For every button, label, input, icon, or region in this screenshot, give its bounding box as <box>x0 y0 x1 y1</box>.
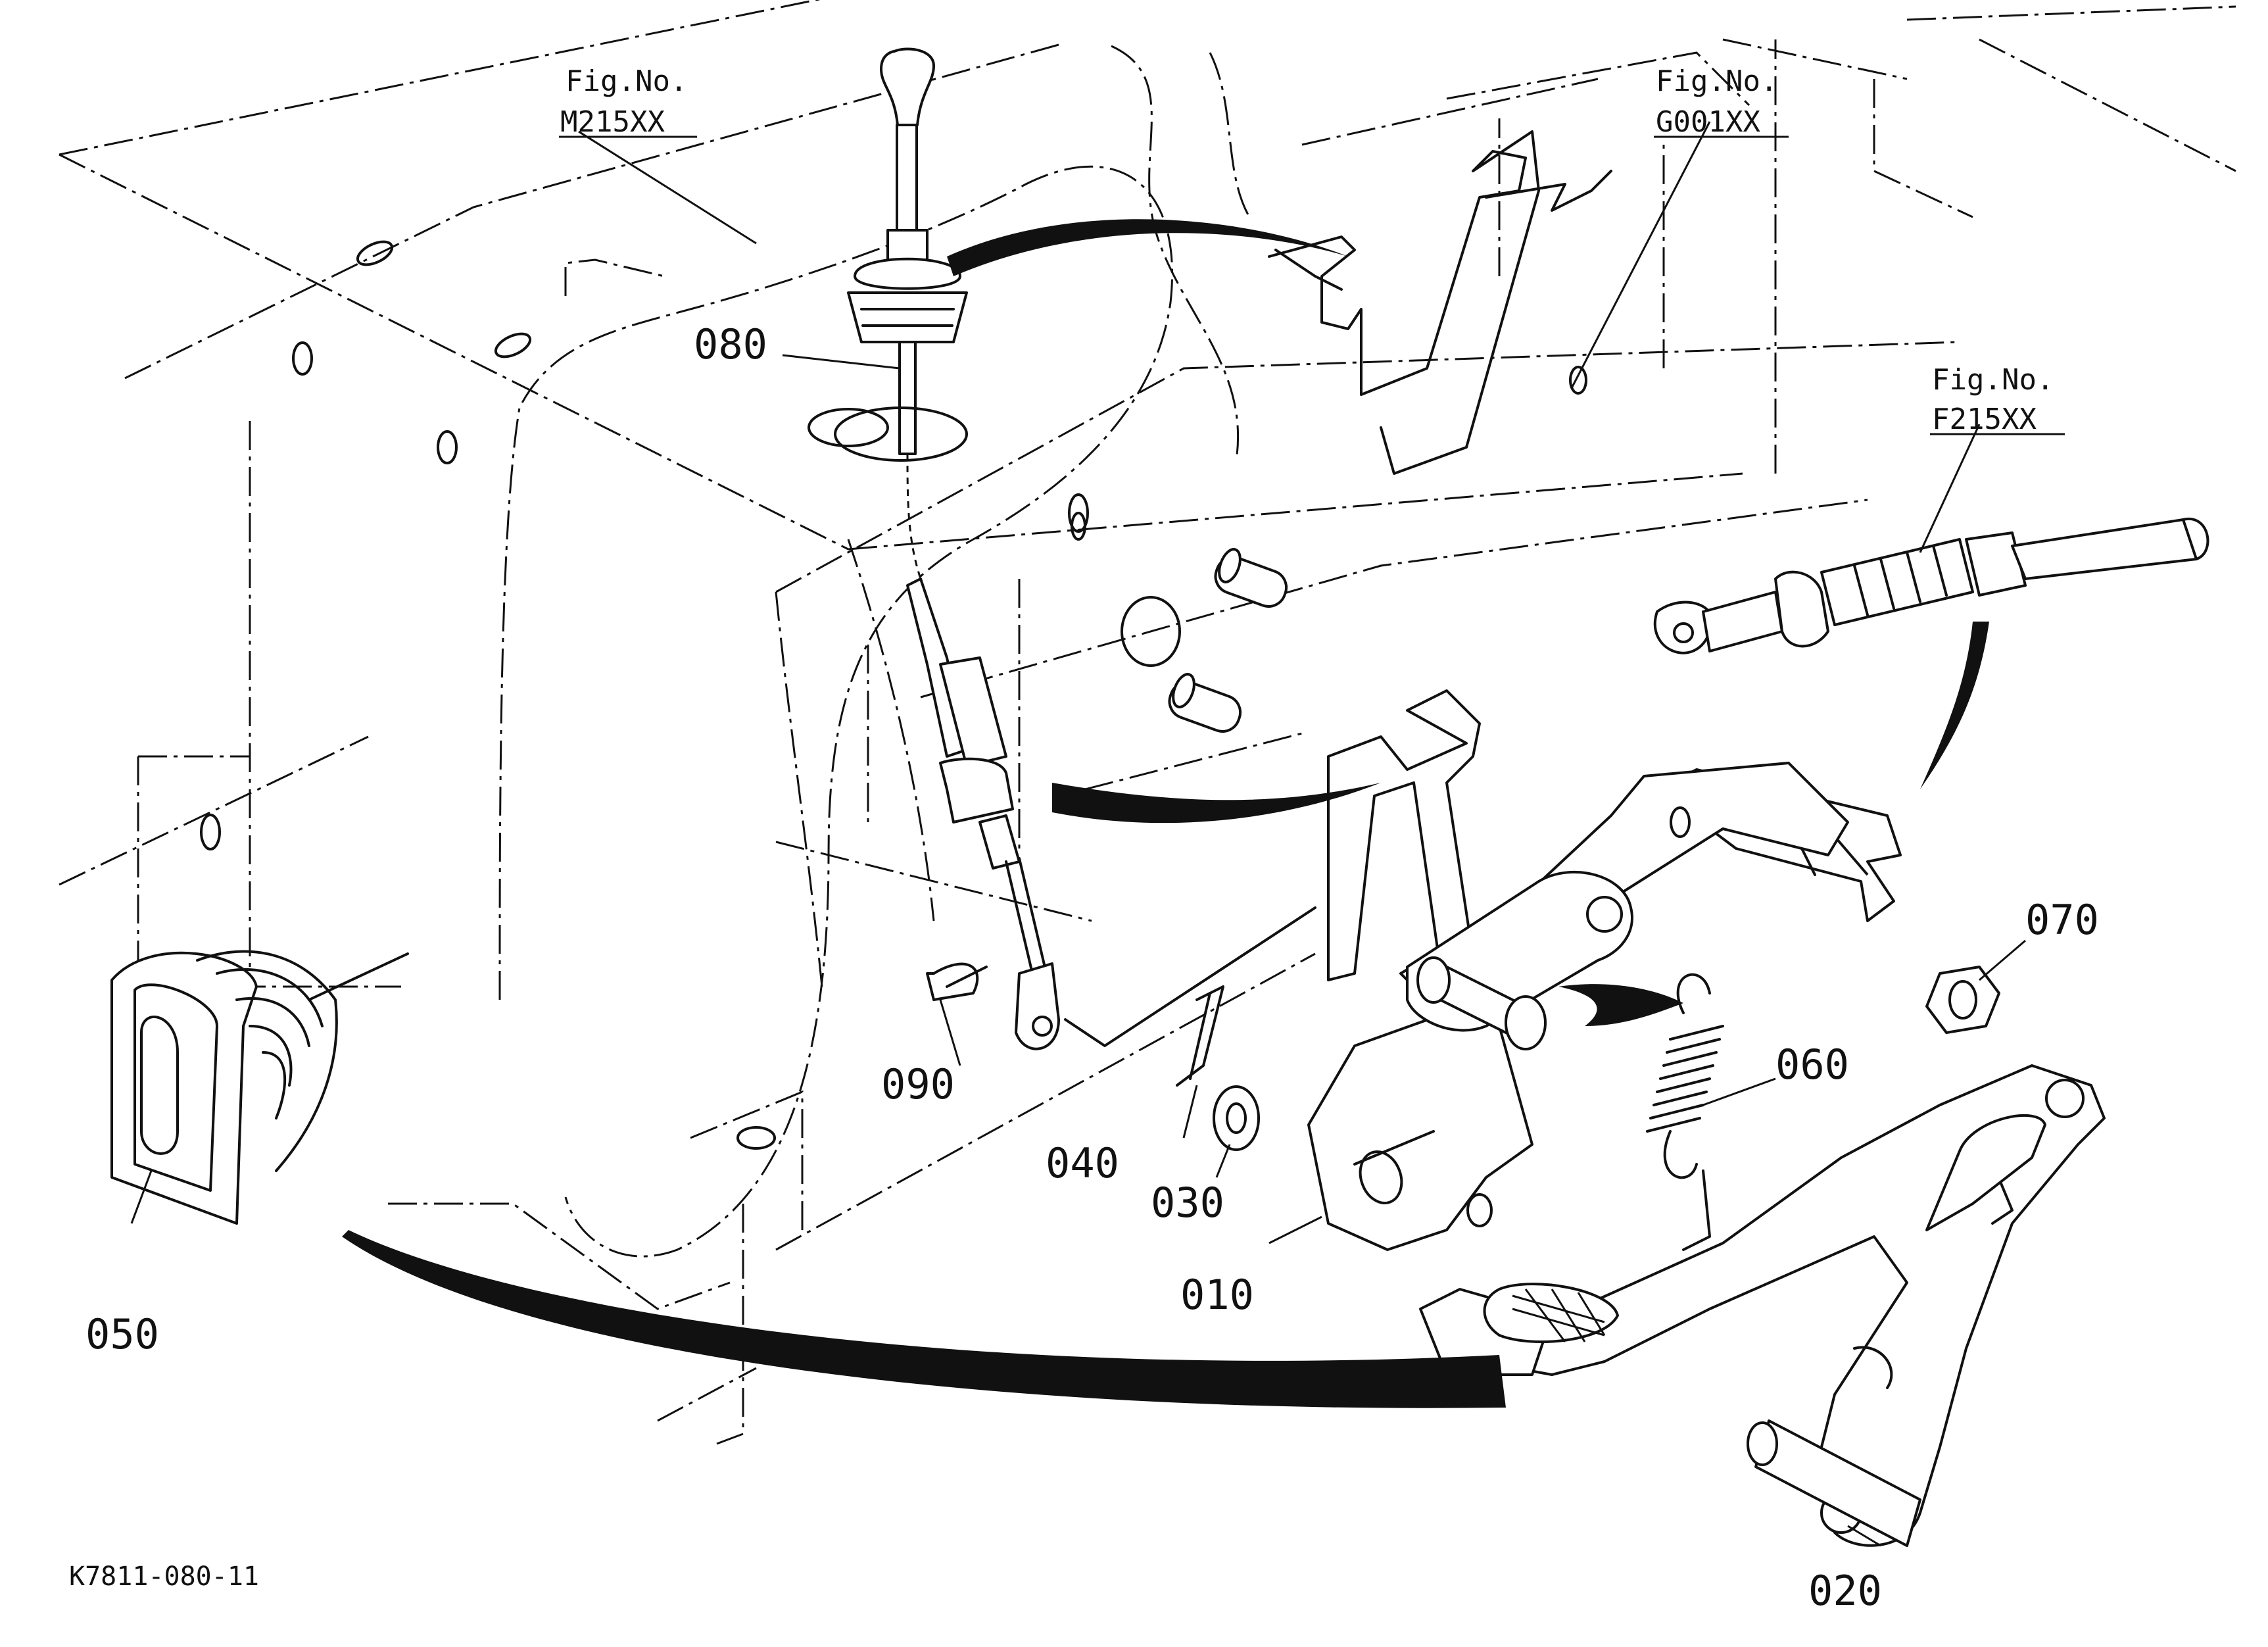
fig-ref-number: F215XX <box>1932 403 2037 436</box>
frame-holes <box>200 240 1587 1150</box>
fig-ref-caption: Fig.No. <box>1932 363 2054 397</box>
assembly-arrows <box>342 219 1989 1408</box>
fig-ref-f215: Fig.No. F215XX <box>1930 363 2065 436</box>
pivot-arm <box>1406 871 1633 1050</box>
chassis-frame <box>59 0 2236 1445</box>
fig-ref-caption: Fig.No. <box>1656 64 1777 98</box>
callout-030: 030 <box>1151 1179 1224 1227</box>
housing <box>388 165 1174 1310</box>
fig-ref-number: G001XX <box>1656 105 1760 139</box>
link-bracket-010 <box>1307 689 1533 1251</box>
callout-010: 010 <box>1180 1271 1254 1319</box>
callout-060: 060 <box>1775 1041 1849 1089</box>
fig-ref-m215: Fig.No. M215XX <box>559 64 697 139</box>
callout-080: 080 <box>694 320 767 368</box>
boot-grommet <box>110 950 409 1225</box>
fig-ref-g001: Fig.No. G001XX <box>1654 64 1789 139</box>
part-callouts: 080 090 040 030 010 060 070 050 020 <box>85 320 2099 1615</box>
pedal-arm-020 <box>1419 1064 2106 1547</box>
callout-050: 050 <box>85 1310 159 1358</box>
washer-030 <box>1213 1085 1260 1151</box>
fig-ref-caption: Fig.No. <box>566 64 687 98</box>
throttle-cable <box>847 47 1316 1050</box>
clip-090 <box>926 962 988 1001</box>
cable-grommet-hole <box>834 406 968 462</box>
callout-090: 090 <box>881 1060 955 1108</box>
rear-cable <box>1653 517 2209 654</box>
return-spring-060 <box>1646 973 1724 1251</box>
nut-070 <box>1925 966 2000 1034</box>
housing-studs <box>808 408 1288 733</box>
callout-070: 070 <box>2025 896 2099 944</box>
snap-pin-040 <box>1176 985 1224 1087</box>
pedal-pad-tread <box>1512 1289 1606 1342</box>
leader-lines <box>130 121 2026 1547</box>
figure-code: K7811-080-11 <box>69 1561 259 1592</box>
callout-020: 020 <box>1808 1567 1882 1615</box>
fig-ref-number: M215XX <box>560 105 665 139</box>
top-bracket <box>1268 130 1612 475</box>
callout-040: 040 <box>1046 1139 1119 1187</box>
